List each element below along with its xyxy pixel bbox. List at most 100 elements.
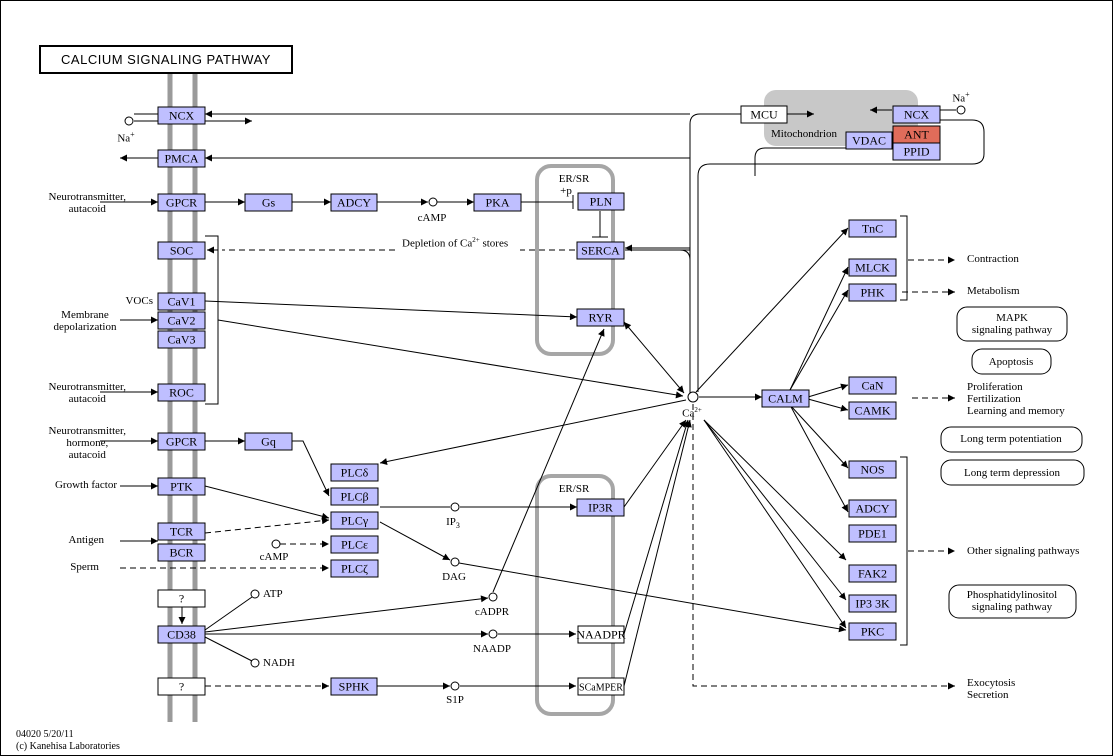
gene-gq-label: Gq [261,435,276,449]
gene-ppid[interactable]: PPID [892,142,941,161]
gene-camk[interactable]: CAMK [848,401,897,420]
gene-sphk[interactable]: SPHK [330,677,378,696]
node-naadpr[interactable]: NAADPR [576,625,626,644]
neurotransmitter-autacoid-label-1: Neurotransmitter,autacoid [48,191,126,215]
gene-plcd-label: PLCδ [341,466,369,480]
gene-tcr[interactable]: TCR [157,522,206,541]
gene-ncx1[interactable]: NCX [157,106,206,125]
gene-adcy1[interactable]: ADCY [330,193,378,212]
gene-pka[interactable]: PKA [473,193,522,212]
gene-nos[interactable]: NOS [848,460,897,479]
gene-vdac[interactable]: VDAC [845,131,893,150]
s1p-label: S1P [446,694,464,706]
node-q1-label: ? [179,592,184,606]
plus-p-label: +p [560,185,572,197]
gene-ant[interactable]: ANT [892,125,941,144]
gene-roc[interactable]: ROC [157,383,206,402]
na-right-node [956,105,966,115]
gene-plcb[interactable]: PLCβ [330,487,379,506]
gene-tnc-label: TnC [862,222,883,236]
gene-plcg[interactable]: PLCγ [330,511,379,530]
gene-adcy1-label: ADCY [337,196,371,210]
gene-cav2[interactable]: CaV2 [157,311,206,330]
gene-ryr-label: RYR [588,311,612,325]
gene-pde1[interactable]: PDE1 [848,524,897,543]
gene-tnc[interactable]: TnC [848,219,897,238]
gene-pkc-label: PKC [861,625,884,639]
gene-calm[interactable]: CALM [761,389,810,408]
gene-ptk[interactable]: PTK [157,477,206,496]
node-q1[interactable]: ? [157,589,206,608]
gene-fak2[interactable]: FAK2 [848,564,897,583]
gene-ip33k-label: IP3 3K [855,597,890,611]
gene-ant-label: ANT [904,128,929,142]
node-scampr[interactable]: SCaMPER [577,677,625,696]
er-sr-lower-compartment [535,474,615,716]
mitochondrion-label: Mitochondrion [771,128,837,140]
pathway-title: CALCIUM SIGNALING PATHWAY [39,45,293,74]
er-sr-label-lower: ER/SR [558,483,590,495]
gene-gpcr1-label: GPCR [166,196,197,210]
gene-plcz[interactable]: PLCζ [330,559,379,578]
na-left-node [124,116,134,126]
gene-cav3[interactable]: CaV3 [157,330,206,349]
gene-plcd[interactable]: PLCδ [330,463,379,482]
gene-pmca-label: PMCA [164,152,198,166]
gene-adcy2[interactable]: ADCY [848,499,897,518]
map-link-apoptosis[interactable]: Apoptosis [988,356,1034,368]
gene-tcr-label: TCR [170,525,193,539]
gene-plce[interactable]: PLCε [330,535,379,554]
gene-can[interactable]: CaN [848,376,897,395]
gene-gq[interactable]: Gq [244,432,293,451]
gene-ip3r[interactable]: IP3R [576,498,625,517]
gene-roc-label: ROC [169,386,194,400]
node-q2[interactable]: ? [157,677,206,696]
gene-pka-label: PKA [485,196,509,210]
sperm-label: Sperm [70,561,99,573]
metabolism-label: Metabolism [967,285,1020,297]
other-signaling-label: Other signaling pathways [967,545,1080,557]
gene-serca[interactable]: SERCA [576,241,625,260]
er-sr-upper-compartment [535,164,615,356]
gene-ip33k[interactable]: IP3 3K [848,594,897,613]
s1p-node [450,681,460,691]
gene-soc-label: SOC [170,244,193,258]
na-right-label: Na+ [952,90,970,105]
gene-gpcr2[interactable]: GPCR [157,432,206,451]
gene-gs[interactable]: Gs [244,193,293,212]
map-link-ltp[interactable]: Long term potentiation [960,433,1062,445]
gene-soc[interactable]: SOC [157,241,206,260]
gene-cav1[interactable]: CaV1 [157,292,206,311]
gene-bcr[interactable]: BCR [157,543,206,562]
gene-mlck[interactable]: MLCK [848,258,897,277]
gene-pmca[interactable]: PMCA [157,149,206,168]
gene-ip3r-label: IP3R [588,501,613,515]
gene-camk-label: CAMK [854,404,890,418]
node-mcu-label: MCU [750,108,778,122]
na-left-label: Na+ [117,130,135,145]
gene-pln[interactable]: PLN [577,192,625,211]
camp-node [428,197,438,207]
gene-sphk-label: SPHK [339,680,370,694]
gene-gpcr1[interactable]: GPCR [157,193,206,212]
gene-ncx1-label: NCX [169,109,195,123]
edges [100,106,985,690]
neurotransmitter-hormone-autacoid-label: Neurotransmitter,hormone,autacoid [48,425,126,461]
atp-label: ATP [263,588,283,600]
gene-ryr[interactable]: RYR [576,308,625,327]
gene-pkc[interactable]: PKC [848,622,897,641]
gene-pde1-label: PDE1 [858,527,887,541]
compound-circles [124,105,966,691]
cadpr-node [488,592,498,602]
node-mcu[interactable]: MCU [740,105,788,124]
gene-ncx2[interactable]: NCX [892,105,941,124]
naadp-node [488,629,498,639]
gene-cd38[interactable]: CD38 [157,625,206,644]
gene-ppid-label: PPID [903,145,929,159]
gene-pln-label: PLN [590,195,613,209]
gene-phk[interactable]: PHK [848,283,897,302]
map-link-ltd[interactable]: Long term depression [964,467,1060,479]
